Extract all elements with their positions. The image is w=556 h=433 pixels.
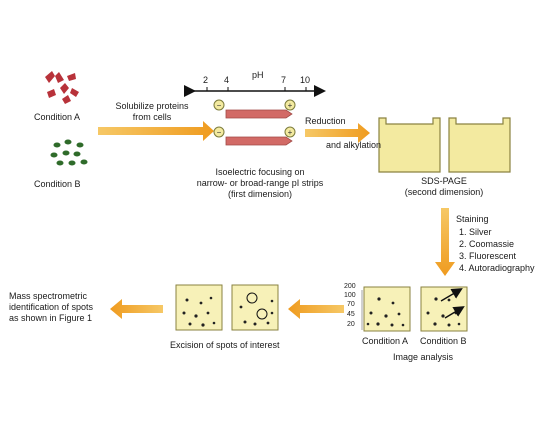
svg-text:−: −	[217, 101, 222, 110]
svg-text:+: +	[288, 128, 293, 137]
ph-tick-10: 10	[300, 75, 311, 85]
ief-strips: − + − +	[213, 99, 296, 146]
sds-page-gels	[378, 117, 511, 173]
staining-step-fluorescent: 3. Fluorescent	[459, 251, 517, 261]
condition-b-label: Condition B	[34, 179, 81, 189]
reduction-label: Reduction	[305, 116, 346, 126]
staining-step-autoradiography: 4. Autoradiography	[459, 263, 535, 273]
condition-a-label: Condition A	[34, 112, 81, 122]
arrow-to-ief	[98, 121, 214, 141]
mw-tick-45: 45	[347, 311, 355, 318]
stained-gel-condition-a	[361, 286, 411, 332]
mw-tick-70: 70	[347, 301, 355, 308]
sds-page-label: SDS-PAGE (second dimension)	[404, 176, 484, 197]
mw-tick-20: 20	[347, 321, 355, 328]
arrow-to-mass-spec	[110, 299, 163, 319]
solubilize-label: Solubilize proteins from cells	[115, 101, 189, 122]
staining-label: Staining	[456, 214, 489, 224]
alkylation-label: and alkylation	[326, 140, 382, 150]
ph-tick-4: 4	[224, 75, 230, 85]
ph-axis-label: pH	[252, 70, 264, 80]
stained-gel-condition-b	[420, 286, 468, 332]
staining-step-coomassie: 2. Coomassie	[459, 239, 515, 249]
ph-tick-2: 2	[203, 75, 209, 85]
image-analysis-label: Image analysis	[393, 352, 454, 362]
excision-label: Excision of spots of interest	[170, 340, 280, 350]
gel-condition-b-label: Condition B	[420, 336, 467, 346]
isoelectric-focusing-label: Isoelectric focusing on narrow- or broad…	[196, 167, 324, 199]
ph-axis	[184, 85, 326, 97]
mw-tick-200: 200	[344, 283, 356, 290]
excision-panel-2	[231, 284, 279, 331]
arrow-to-staining-gels	[435, 208, 455, 276]
svg-text:−: −	[217, 128, 222, 137]
arrow-to-sds-page	[305, 123, 370, 143]
mw-tick-100: 100	[344, 292, 356, 299]
ph-tick-7: 7	[281, 75, 287, 85]
staining-step-silver: 1. Silver	[459, 227, 492, 237]
mass-spec-label: Mass spectrometric identification of spo…	[9, 291, 94, 323]
svg-text:+: +	[288, 101, 293, 110]
excision-panel-1	[175, 284, 223, 331]
condition-b-cells	[50, 139, 88, 166]
arrow-to-excision	[288, 299, 344, 319]
gel-condition-a-label: Condition A	[362, 336, 409, 346]
condition-a-cells	[45, 71, 79, 104]
